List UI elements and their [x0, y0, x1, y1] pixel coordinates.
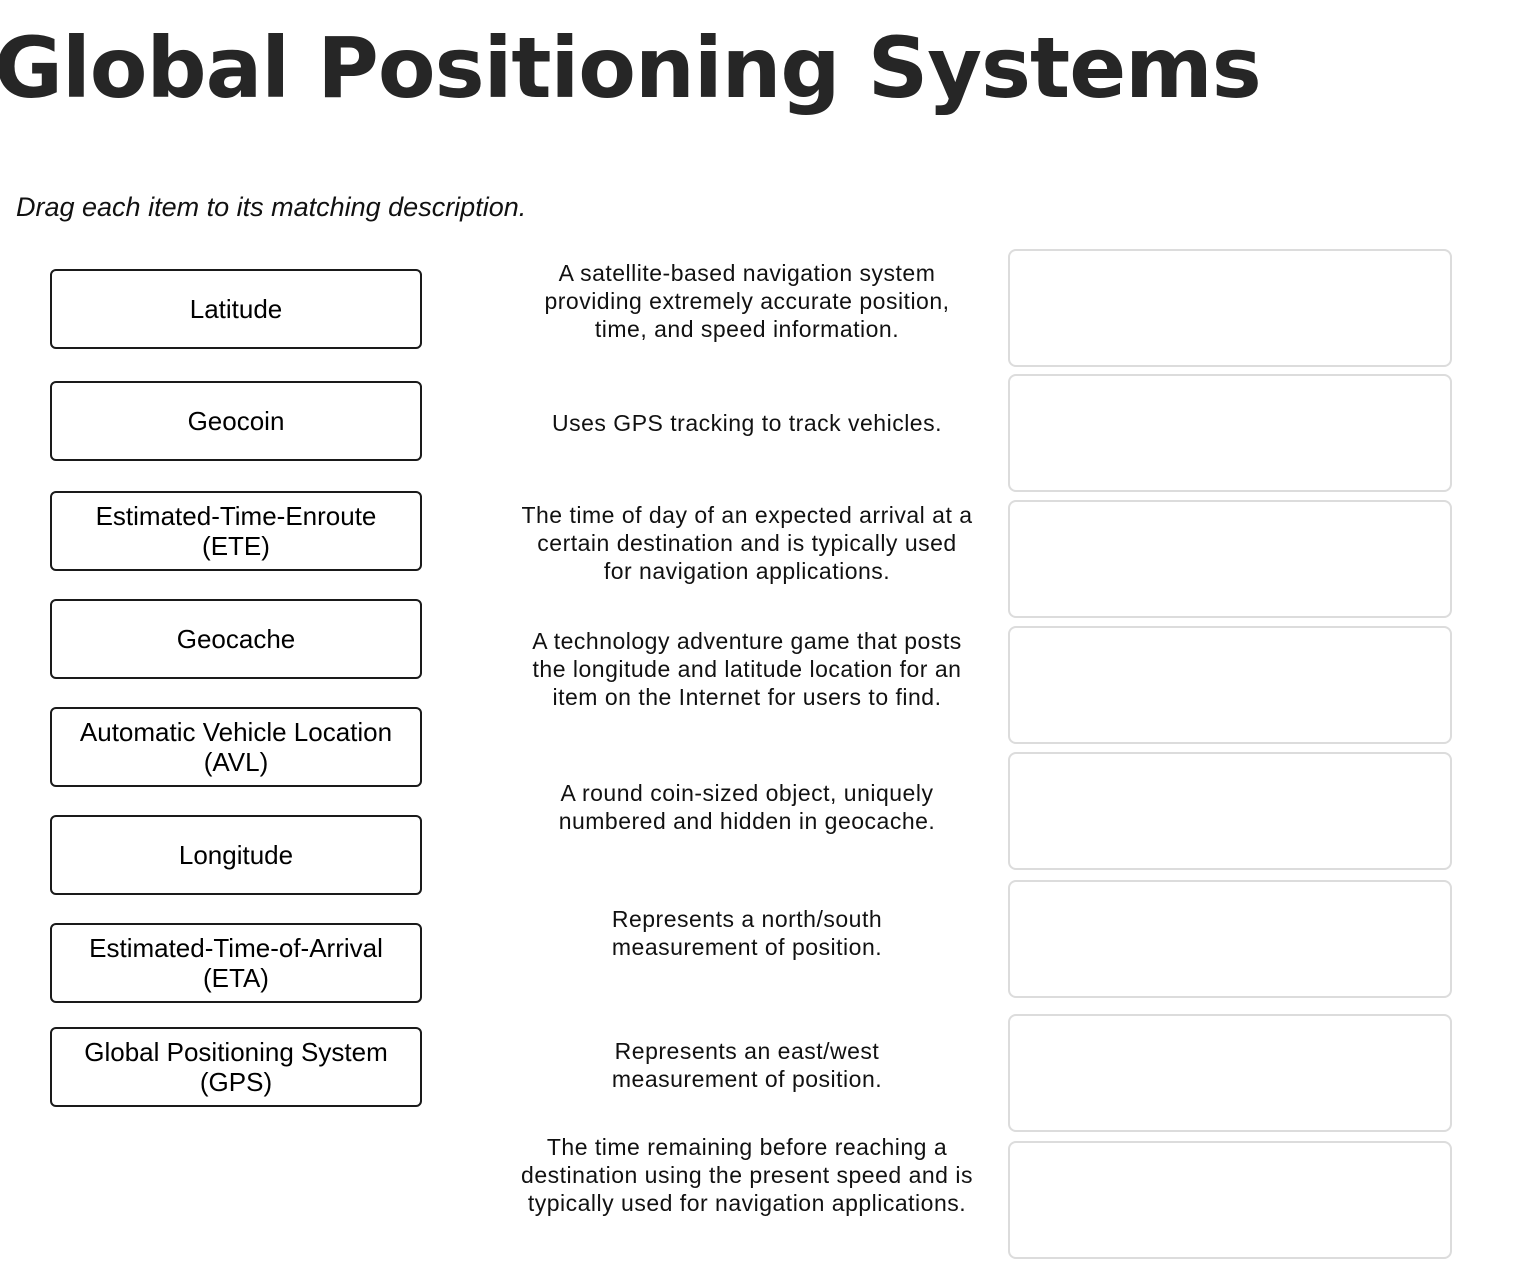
drag-item-ete[interactable]: Estimated-Time-Enroute (ETE) [50, 491, 422, 571]
description-ete: The time remaining before reaching a des… [521, 1134, 973, 1216]
instructions-text: Drag each item to its matching descripti… [16, 192, 527, 222]
drop-target-6[interactable] [1008, 880, 1452, 998]
drop-target-3[interactable] [1008, 500, 1452, 618]
drop-target-4[interactable] [1008, 626, 1452, 744]
description-gps: A satellite-based navigation system prov… [544, 260, 950, 342]
description-geocoin: A round coin-sized object, uniquely numb… [558, 780, 936, 834]
drag-item-longitude[interactable]: Longitude [50, 815, 422, 895]
drop-target-5[interactable] [1008, 752, 1452, 870]
description-eta: The time of day of an expected arrival a… [521, 502, 973, 584]
page-title: Global Positioning Systems [0, 19, 1262, 117]
drop-target-8[interactable] [1008, 1141, 1452, 1259]
drop-target-7[interactable] [1008, 1014, 1452, 1132]
description-longitude: Represents an east/west measurement of p… [611, 1038, 883, 1092]
drag-item-gps[interactable]: Global Positioning System (GPS) [50, 1027, 422, 1107]
drag-item-geocache[interactable]: Geocache [50, 599, 422, 679]
drag-item-latitude[interactable]: Latitude [50, 269, 422, 349]
drop-target-2[interactable] [1008, 374, 1452, 492]
description-geocache: A technology adventure game that posts t… [532, 628, 962, 710]
drag-item-avl[interactable]: Automatic Vehicle Location (AVL) [50, 707, 422, 787]
drag-item-eta[interactable]: Estimated-Time-of-Arrival (ETA) [50, 923, 422, 1003]
description-latitude: Represents a north/south measurement of … [611, 906, 883, 960]
drag-item-geocoin[interactable]: Geocoin [50, 381, 422, 461]
drop-target-1[interactable] [1008, 249, 1452, 367]
description-avl: Uses GPS tracking to track vehicles. [552, 410, 942, 436]
